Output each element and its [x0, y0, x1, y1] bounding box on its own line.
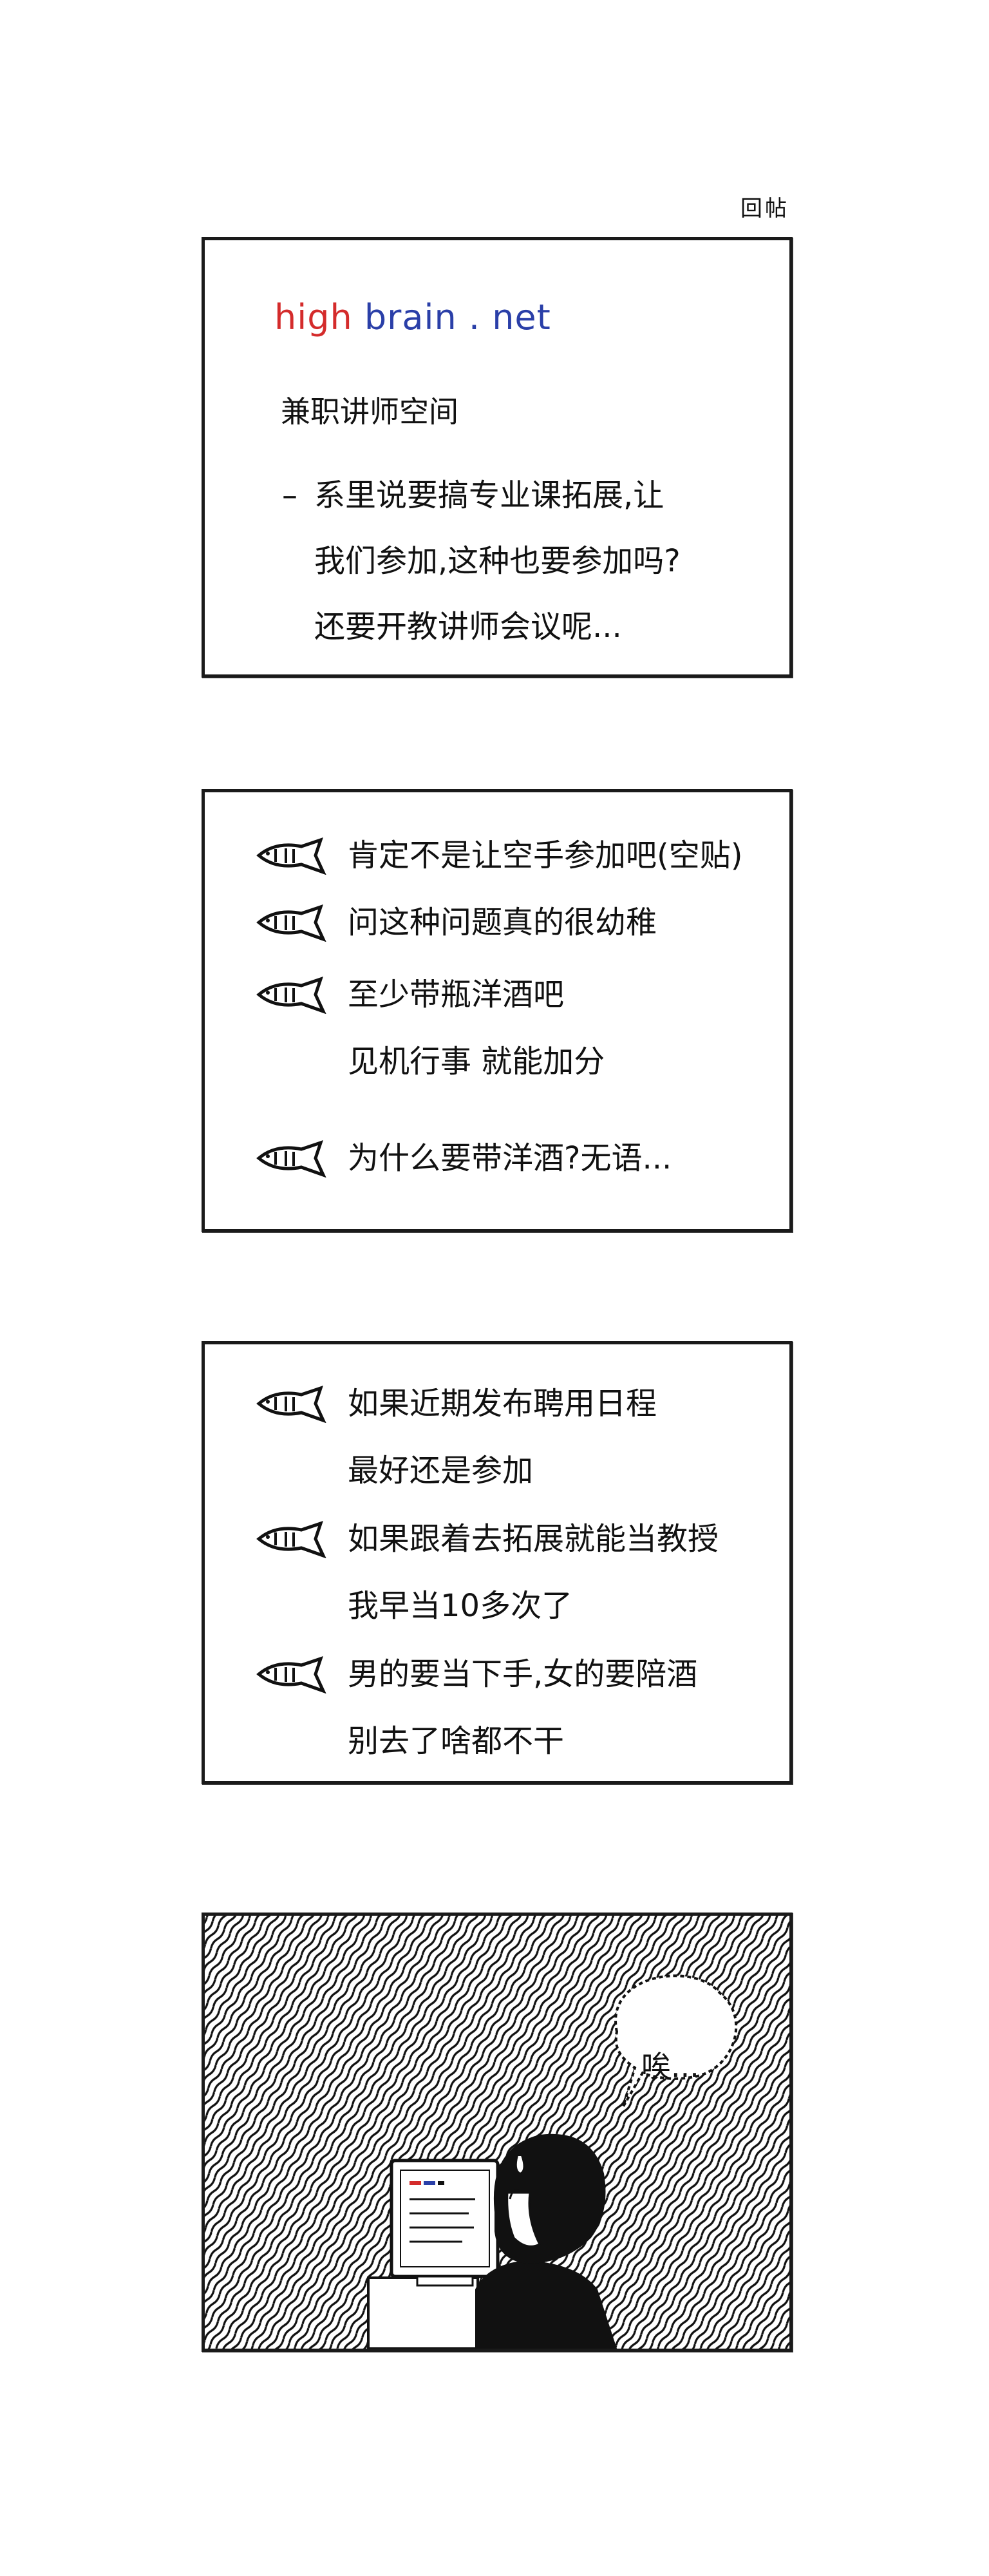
- replies-panel-2: 如果近期发布聘用日程 最好还是参加 如果跟着去拓展就能当教授 我早当10多次了 …: [202, 1341, 793, 1784]
- forum-name: 兼职讲师空间: [281, 394, 458, 429]
- question-line: 我们参加,这种也要参加吗?: [314, 543, 681, 579]
- final-scene-panel: 唉...: [202, 1913, 793, 2352]
- reply-item: 肯定不是让空手参加吧(空贴): [256, 822, 784, 889]
- reply-text: 为什么要带洋酒?无语...: [348, 1140, 672, 1176]
- replies-panel-1: 肯定不是让空手参加吧(空贴) 问这种问题真的很幼稚 至少带瓶洋酒吧 见机行事 就…: [202, 789, 793, 1232]
- fish-icon: [256, 837, 326, 875]
- reply-item: 至少带瓶洋酒吧 见机行事 就能加分: [256, 961, 784, 1095]
- fish-icon: [256, 1521, 326, 1558]
- question-line: 还要开教讲师会议呢...: [314, 609, 622, 645]
- reply-text: 别去了啥都不干: [348, 1723, 565, 1759]
- reply-item: 如果跟着去拓展就能当教授 我早当10多次了: [256, 1505, 784, 1639]
- reply-item: 问这种问题真的很幼稚: [256, 889, 784, 956]
- dash-mark: –: [282, 477, 297, 513]
- reply-text: 男的要当下手,女的要陪酒: [348, 1656, 698, 1692]
- reply-text: 最好还是参加: [348, 1453, 534, 1489]
- reply-text: 问这种问题真的很幼稚: [348, 904, 657, 940]
- fish-icon: [256, 1140, 326, 1178]
- question-text: –系里说要搞专业课拓展,让 我们参加,这种也要参加吗? 还要开教讲师会议呢...: [282, 463, 784, 660]
- fish-icon: [256, 977, 326, 1014]
- question-line: 系里说要搞专业课拓展,让: [314, 477, 664, 513]
- reply-item: 如果近期发布聘用日程 最好还是参加: [256, 1370, 784, 1504]
- reply-text: 肯定不是让空手参加吧(空贴): [348, 837, 743, 873]
- reply-text: 我早当10多次了: [348, 1588, 573, 1624]
- logo-brain: brain: [364, 297, 457, 338]
- reply-link[interactable]: 回帖: [740, 196, 789, 222]
- fish-icon: [256, 1386, 326, 1423]
- fish-icon: [256, 1656, 326, 1693]
- reply-text: 至少带瓶洋酒吧: [348, 977, 565, 1013]
- reply-text: 见机行事 就能加分: [348, 1044, 605, 1080]
- reply-item: 男的要当下手,女的要陪酒 别去了啥都不干: [256, 1641, 784, 1775]
- fish-icon: [256, 904, 326, 942]
- site-logo: high brain . net: [274, 297, 551, 338]
- logo-net: . net: [468, 297, 551, 338]
- person-silhouette: [475, 2133, 617, 2349]
- reply-text: 如果近期发布聘用日程: [348, 1386, 657, 1422]
- logo-high: high: [274, 297, 353, 338]
- hatched-background: [205, 1916, 789, 2349]
- reply-item: 为什么要带洋酒?无语...: [256, 1125, 784, 1192]
- speech-bubble-text: 唉...: [641, 2049, 699, 2084]
- reply-text: 如果跟着去拓展就能当教授: [348, 1521, 719, 1557]
- speech-bubble: [614, 1974, 738, 2107]
- computer-monitor: [390, 2159, 500, 2287]
- original-post-panel: high brain . net 兼职讲师空间 –系里说要搞专业课拓展,让 我们…: [202, 237, 793, 678]
